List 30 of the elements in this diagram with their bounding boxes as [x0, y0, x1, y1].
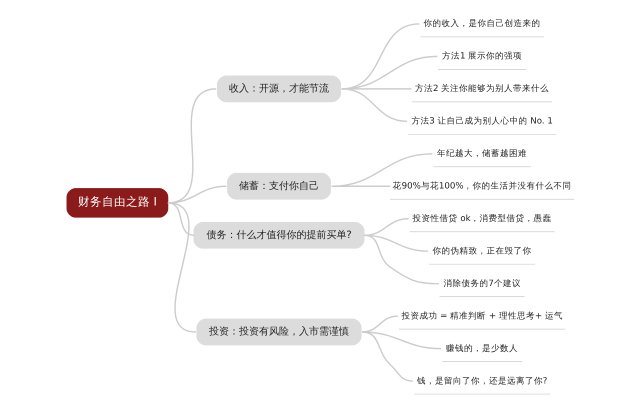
- node-text: 钱，是留向了你，还是远离了你?: [416, 376, 547, 386]
- node-text: 赚钱的，是少数人: [446, 344, 518, 354]
- connector: [341, 88, 411, 90]
- node-text: 花90%与花100%，你的生活并没有什么不同: [392, 182, 572, 192]
- connector: [341, 88, 407, 122]
- connector: [167, 202, 194, 236]
- connector: [364, 234, 428, 252]
- node-text: 方法2 关注你能够为别人带来什么: [414, 84, 549, 94]
- node-box: 投资：投资有风险，入市需谨慎: [196, 318, 362, 346]
- connector: [167, 186, 226, 204]
- node-text: 方法3 让自己成为别人心中的 No. 1: [410, 116, 552, 127]
- node-text: 方法1 展示你的强项: [441, 52, 522, 62]
- node-text: 你的伪精致，正在毁了你: [432, 246, 532, 256]
- connector: [341, 23, 419, 90]
- connector: [361, 331, 412, 382]
- node-text: 投资性借贷 ok，消费型借贷，愚蠢: [412, 214, 552, 224]
- node-box: 储蓄：支付你自己: [226, 172, 330, 200]
- node-text: 消除债务的7个建议: [442, 278, 520, 289]
- connector: [331, 186, 390, 187]
- node-text: 投资成功 = 精准判断 + 理性思考+ 运气: [400, 311, 562, 322]
- connector: [341, 56, 437, 90]
- node-text: 年纪越大，储蓄越困难: [436, 149, 527, 160]
- node-box: 收入：开源，才能节流: [216, 76, 341, 102]
- node-text: 你的收入，是你自己创造来的: [423, 19, 540, 30]
- connector: [364, 234, 438, 284]
- connector: [167, 202, 196, 333]
- node-box: 财务自由之路 I: [66, 188, 168, 218]
- node-box: 债务：什么才值得你的提前买单?: [193, 222, 364, 249]
- connector: [331, 153, 432, 187]
- connector: [361, 315, 398, 333]
